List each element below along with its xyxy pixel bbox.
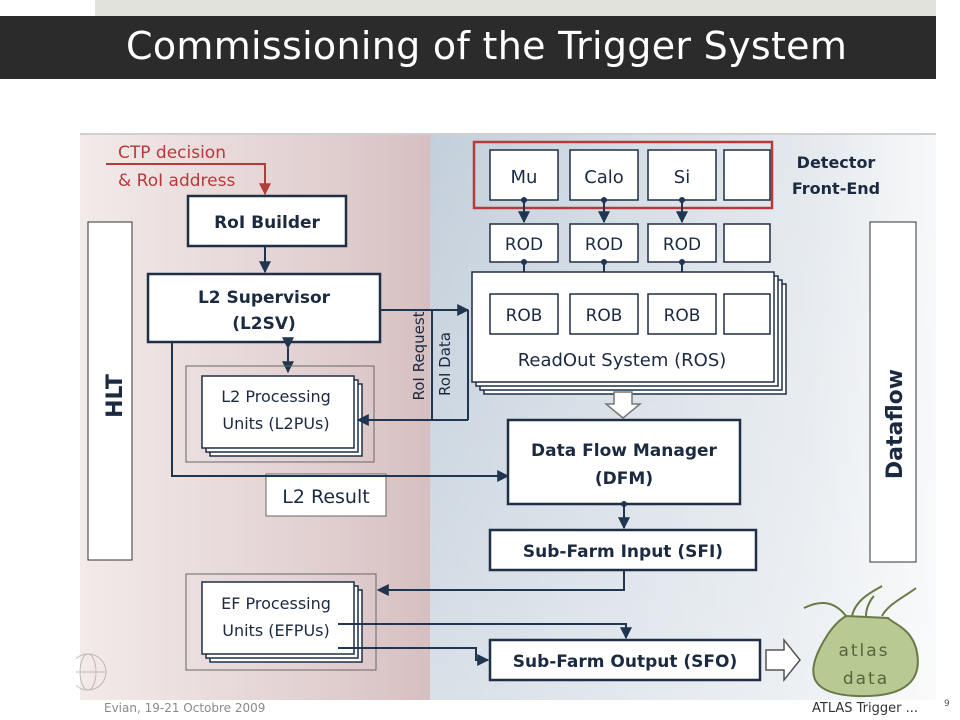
detector-label-line1: Detector bbox=[797, 153, 876, 172]
l2pu-group bbox=[185, 365, 375, 463]
rob-3 bbox=[647, 293, 717, 335]
rod-1 bbox=[489, 223, 559, 263]
roi-builder-box bbox=[186, 194, 348, 248]
l2-result-label: L2 Result bbox=[282, 486, 369, 508]
slide-title: Commissioning of the Trigger System bbox=[126, 24, 848, 68]
efpu-box bbox=[201, 581, 355, 655]
rob-1 bbox=[489, 293, 559, 335]
globe-icon bbox=[76, 653, 107, 691]
ros-label: ReadOut System (ROS) bbox=[518, 350, 727, 371]
roi-builder-label: RoI Builder bbox=[214, 213, 320, 233]
trigger-system-diagram: HLT Dataflow CTP decision & RoI address … bbox=[76, 133, 936, 700]
left-margin bbox=[0, 79, 75, 720]
l2pu-line2: Units (L2PUs) bbox=[222, 414, 329, 433]
sfo-box bbox=[488, 638, 762, 682]
detector-calo bbox=[569, 149, 639, 201]
l2pu-box bbox=[201, 375, 355, 449]
rob-1-label: ROB bbox=[506, 306, 543, 326]
dfm-box bbox=[506, 418, 742, 506]
hlt-label: HLT bbox=[103, 374, 128, 418]
detector-label-line2: Front-End bbox=[792, 179, 880, 198]
ctp-arrow bbox=[106, 163, 271, 196]
sfi-label: Sub-Farm Input (SFI) bbox=[523, 542, 723, 562]
l2-result-box bbox=[265, 473, 387, 517]
atlas-data-bag-icon: atlas data bbox=[803, 585, 919, 698]
l2sv-line1: L2 Supervisor bbox=[198, 288, 331, 308]
detector-si-label: Si bbox=[674, 167, 690, 188]
ctp-decision-line2: & RoI address bbox=[118, 171, 235, 191]
rod-1-label: ROD bbox=[505, 235, 543, 255]
detector-si bbox=[647, 149, 717, 201]
rob-2-label: ROB bbox=[586, 306, 623, 326]
ef-line1: EF Processing bbox=[221, 594, 331, 613]
footer-date: Evian, 19-21 Octobre 2009 bbox=[104, 701, 266, 715]
detector-group bbox=[472, 140, 774, 210]
rod-2-label: ROD bbox=[585, 235, 623, 255]
footer-title: ATLAS Trigger ... bbox=[812, 701, 919, 716]
detector-mu-label: Mu bbox=[511, 167, 538, 188]
ros-to-dfm-arrow bbox=[603, 391, 643, 419]
detector-calo-label: Calo bbox=[584, 167, 624, 188]
rob-3-label: ROB bbox=[664, 306, 701, 326]
sfo-label: Sub-Farm Output (SFO) bbox=[513, 652, 738, 672]
dataflow-label: Dataflow bbox=[883, 369, 908, 479]
l2pu-line1: L2 Processing bbox=[221, 387, 331, 406]
rob-2 bbox=[569, 293, 639, 335]
title-bar bbox=[0, 16, 936, 79]
rod-2 bbox=[569, 223, 639, 263]
sfi-box bbox=[488, 528, 758, 572]
ef-line2: Units (EFPUs) bbox=[222, 621, 329, 640]
l2sv-line2: (L2SV) bbox=[232, 314, 296, 334]
dfm-line1: Data Flow Manager bbox=[531, 441, 718, 461]
page-number: 9 bbox=[944, 699, 950, 709]
bag-line2: data bbox=[843, 669, 889, 689]
sfo-output-arrow bbox=[765, 637, 801, 683]
roi-request-label: RoI Request bbox=[410, 311, 428, 400]
rod-3-label: ROD bbox=[663, 235, 701, 255]
top-strip bbox=[95, 0, 936, 16]
l2-supervisor-box bbox=[146, 272, 382, 344]
dataflow-bar bbox=[869, 221, 917, 563]
dfm-line2: (DFM) bbox=[595, 469, 653, 489]
rod-3 bbox=[647, 223, 717, 263]
hlt-bar bbox=[87, 221, 133, 561]
ef-group bbox=[185, 573, 377, 671]
bag-line1: atlas bbox=[838, 641, 889, 661]
roi-data-label: RoI Data bbox=[436, 332, 454, 396]
ctp-decision-line1: CTP decision bbox=[118, 143, 226, 163]
